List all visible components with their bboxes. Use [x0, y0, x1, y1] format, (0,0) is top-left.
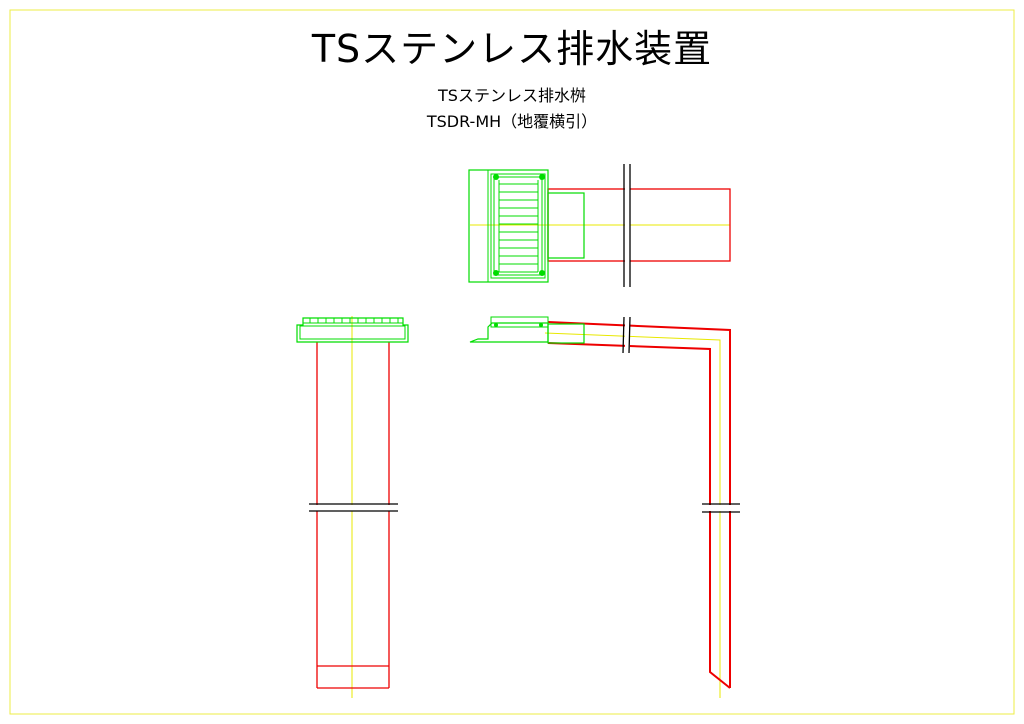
drawing-title: TSステンレス排水装置 — [311, 27, 713, 71]
grate-bolts — [493, 174, 545, 276]
plan-frame — [468, 169, 549, 283]
section-centerline — [544, 332, 721, 698]
model-label: TSDR-MH（地覆横引） — [426, 112, 598, 131]
plan-view — [468, 163, 731, 289]
drawing-subtitle: TSステンレス排水桝 — [438, 86, 586, 105]
grate-bars — [498, 180, 539, 273]
vertical-view — [296, 316, 409, 698]
section-view — [469, 316, 742, 698]
drawing-border — [9, 9, 1015, 715]
